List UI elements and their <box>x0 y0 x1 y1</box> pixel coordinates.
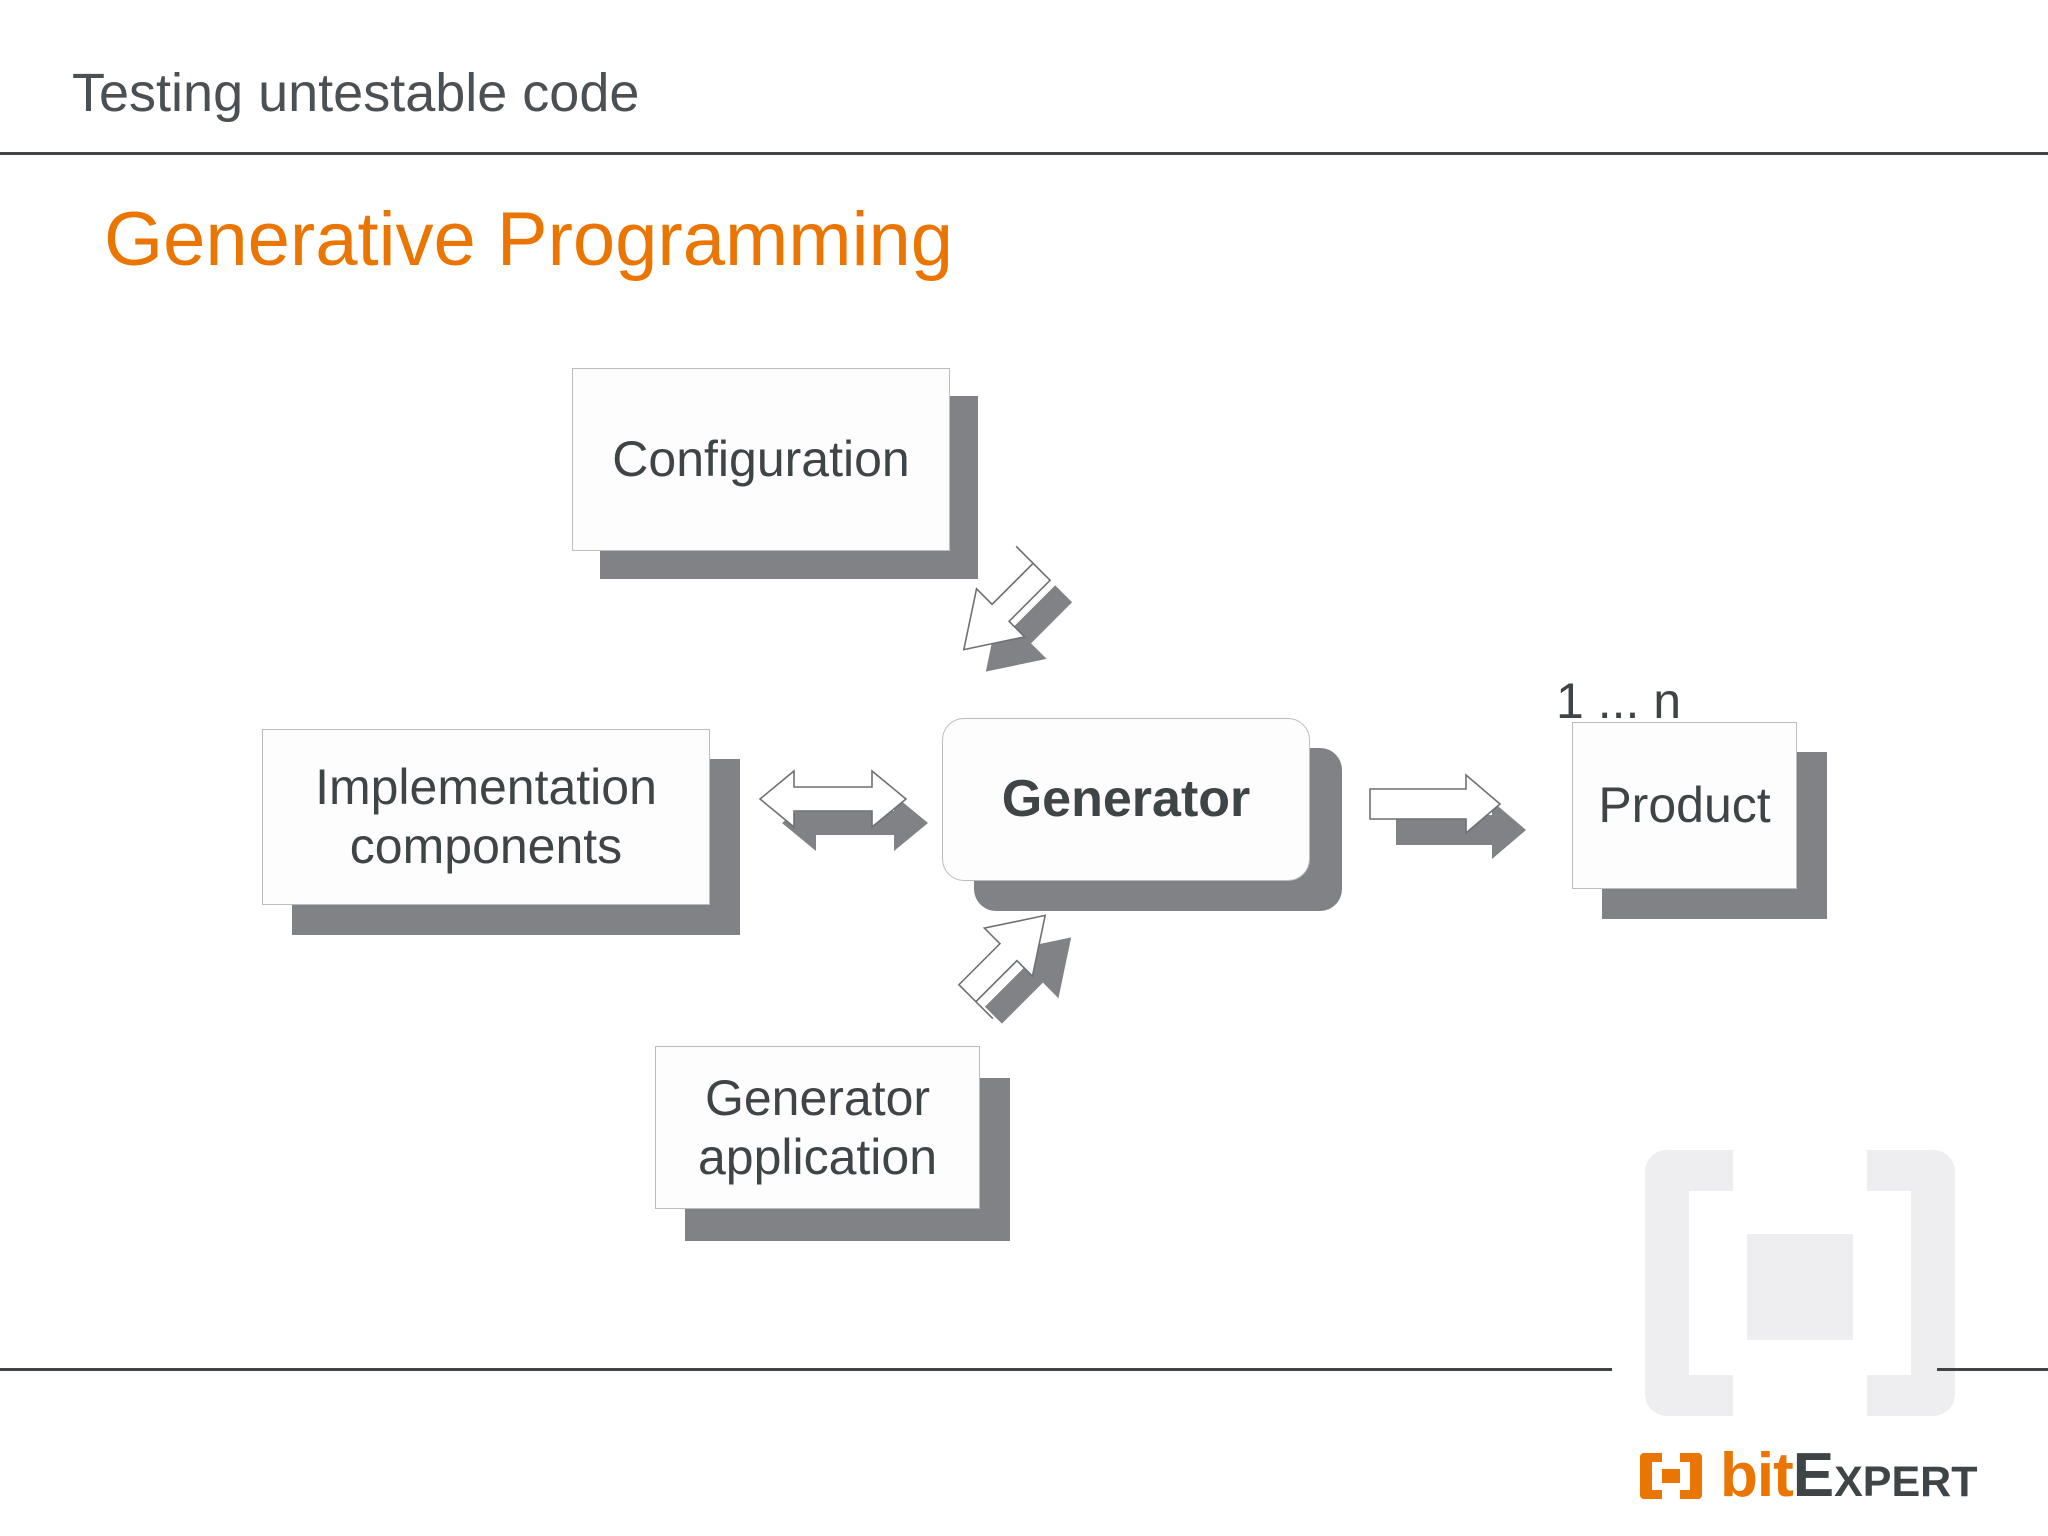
node-configuration-label: Configuration <box>612 431 910 487</box>
node-generator-application-line2: application <box>697 1128 938 1185</box>
arrow-outline-shape <box>962 545 1052 651</box>
watermark-right-bracket <box>1867 1150 1955 1416</box>
watermark-left-bracket <box>1645 1150 1733 1416</box>
footer-divider-right <box>1937 1368 2048 1371</box>
node-product: Product <box>1572 722 1797 889</box>
arrow-generator-to-product <box>1369 773 1526 859</box>
node-configuration: Configuration <box>572 368 950 551</box>
node-generator-application: Generator application <box>655 1046 980 1209</box>
node-implementation-components: Implementation components <box>262 729 710 905</box>
header-divider <box>0 152 2048 155</box>
footer-divider-left <box>0 1368 1612 1371</box>
logo-right-bracket <box>1680 1453 1702 1499</box>
watermark-center-square <box>1747 1234 1853 1340</box>
arrow-implementation-to-generator <box>758 769 928 851</box>
node-implementation-line2: components <box>349 818 623 874</box>
node-product-label: Product <box>1598 777 1771 833</box>
node-generator-application-label: Generator application <box>698 1069 937 1187</box>
double-arrow-shadow-shape <box>782 795 928 851</box>
arrow-up-outline-shape <box>957 914 1047 1020</box>
slide-header: Testing untestable code <box>0 0 2048 155</box>
product-multiplicity-label: 1 ... n <box>1556 673 1682 729</box>
bracket-square-icon <box>1640 1453 1702 1499</box>
logo-text-expert: Expert <box>1792 1441 1978 1510</box>
node-implementation-components-label: Implementation components <box>315 758 657 876</box>
bracket-watermark-icon <box>1645 1150 1955 1416</box>
logo-text-bit: bit <box>1720 1441 1794 1510</box>
double-arrow-outline-shape <box>758 769 908 829</box>
arrow-shadow-shape <box>985 568 1073 672</box>
logo-center-square <box>1662 1469 1680 1483</box>
node-generator-label: Generator <box>1001 769 1251 828</box>
arrow-generator-application-to-generator <box>957 914 1072 1041</box>
node-implementation-line1: Implementation <box>315 759 657 815</box>
arrow-up-shadow-shape <box>984 937 1072 1041</box>
logo-left-bracket <box>1640 1453 1662 1499</box>
arrow-right-outline-shape <box>1369 773 1502 835</box>
node-generator: Generator <box>942 718 1310 881</box>
page-title: Generative Programming <box>104 197 954 282</box>
arrow-configuration-to-generator <box>962 545 1073 672</box>
node-generator-application-line1: Generator <box>704 1069 931 1126</box>
slide-header-title: Testing untestable code <box>72 63 640 123</box>
bitexpert-logo: bit Expert <box>1640 1440 1977 1512</box>
